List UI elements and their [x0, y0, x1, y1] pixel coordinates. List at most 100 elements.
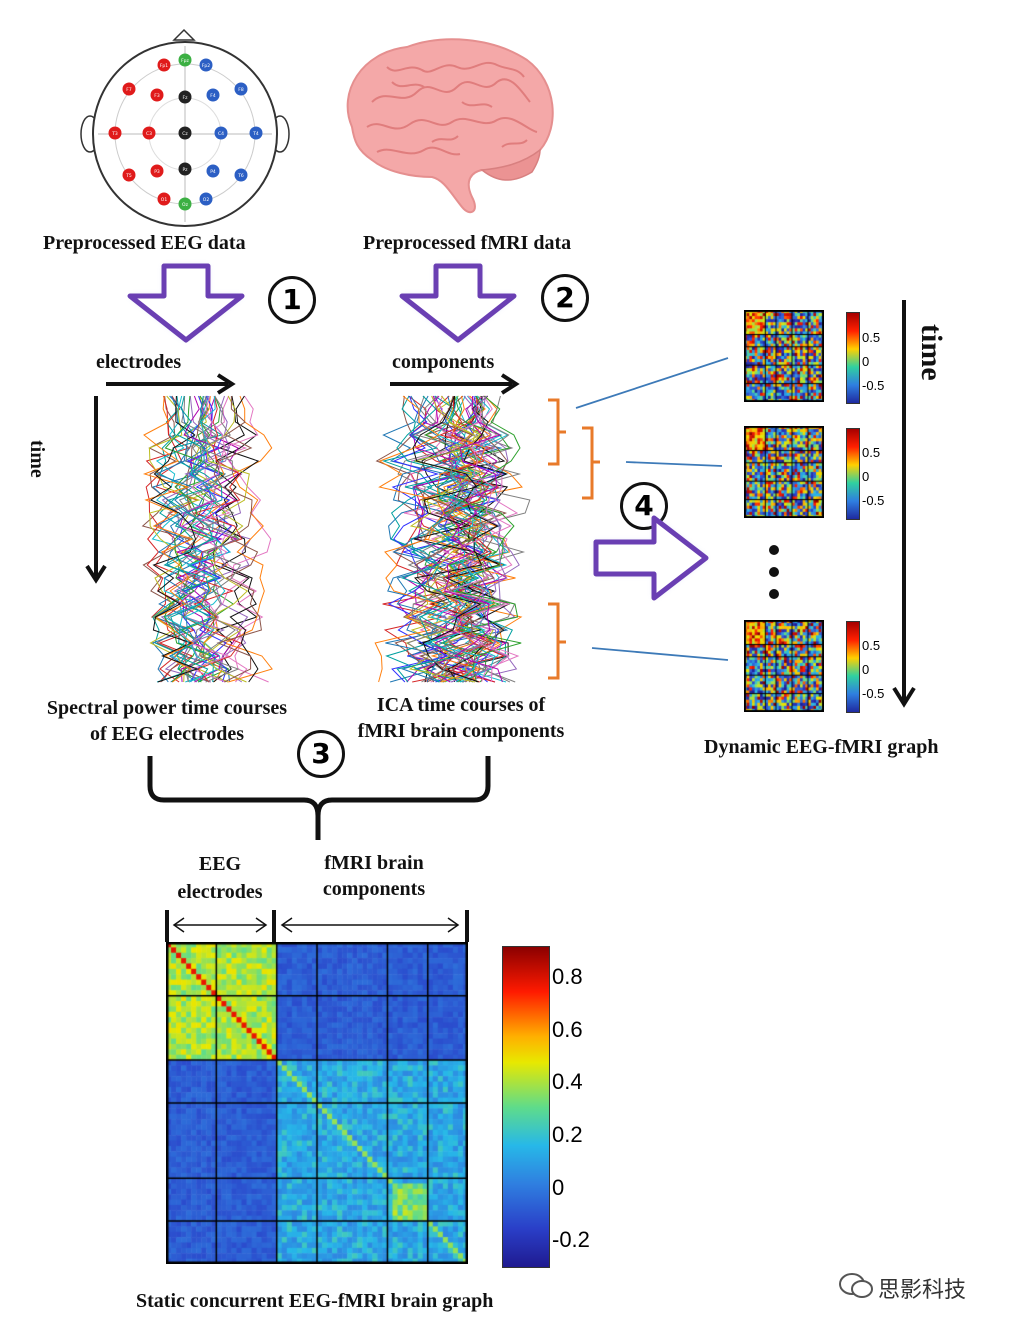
electrode-label: P4: [210, 169, 216, 175]
eeg-electrodes-header: EEG electrodes: [160, 850, 280, 906]
dynamic-colorbar-ticks-1: 0.5 0 -0.5: [862, 326, 884, 398]
timecourse-line: [450, 395, 508, 683]
merge-bracket: [147, 756, 491, 840]
timecourse-line: [444, 395, 503, 683]
electrode-label: T6: [237, 173, 244, 179]
timecourse-line: [151, 395, 201, 683]
wechat-logo-icon: [839, 1273, 873, 1298]
eeg-electrodes-header-line1: EEG: [198, 853, 242, 875]
spectral-caption-line1: Spectral power time courses: [46, 697, 288, 719]
electrode-oz: [178, 197, 192, 211]
electrode-fpz: [178, 53, 192, 67]
dyn-tick: 0.5: [862, 330, 881, 345]
electrode-label: C4: [218, 131, 224, 137]
electrode-fp2: [199, 58, 213, 72]
electrode-label: Fpz: [181, 58, 189, 64]
timecourse-line: [151, 395, 203, 683]
timecourse-line: [452, 395, 520, 683]
timecourse-line: [385, 395, 453, 683]
timecourse-line: [163, 395, 214, 683]
timecourse-line: [412, 395, 483, 683]
electrodes-axis-arrow: [106, 373, 236, 395]
time-axis-label-big: time: [915, 324, 948, 381]
electrode-label: T3: [111, 131, 118, 137]
eeg-spectral-timecourses: [141, 395, 273, 683]
timecourse-line: [443, 395, 504, 683]
timecourse-line: [149, 395, 199, 683]
step-2-badge: 2: [541, 274, 589, 322]
timecourse-line: [197, 395, 242, 683]
dynamic-colorbar-2: [846, 428, 860, 520]
timecourse-line: [178, 395, 226, 683]
timecourse-line: [163, 395, 213, 683]
dyn-tick: 0: [862, 354, 870, 369]
eeg-data-label: Preprocessed EEG data: [43, 232, 246, 254]
right-arrow-step4: [593, 515, 709, 601]
timecourse-line: [179, 395, 231, 683]
timecourse-line: [435, 395, 497, 683]
dyn-tick: 0.5: [862, 638, 881, 653]
electrode-f7: [122, 82, 136, 96]
electrode-pz: [178, 162, 192, 176]
timecourse-line: [382, 395, 448, 683]
electrode-c4: [214, 126, 228, 140]
electrode-f3: [150, 88, 164, 102]
electrode-f8: [234, 82, 248, 96]
dyn-tick: -0.5: [862, 686, 885, 701]
timecourse-line: [381, 395, 445, 683]
fmri-components-header-line2: components: [322, 878, 426, 900]
timecourse-line: [192, 395, 243, 683]
electrode-t5: [122, 168, 136, 182]
timecourse-line: [215, 395, 260, 683]
timecourse-line: [153, 395, 197, 683]
electrode-label: F8: [238, 87, 244, 93]
dynamic-colorbar-ticks-2: 0.5 0 -0.5: [862, 441, 884, 513]
electrode-label: O2: [203, 197, 210, 203]
electrode-label: Fp2: [202, 63, 210, 69]
static-colorbar: [502, 946, 550, 1268]
dyn-tick: -0.5: [862, 493, 885, 508]
timecourse-line: [145, 395, 191, 683]
ellipsis-dots: [769, 545, 779, 599]
time-axis-arrow-small: [85, 396, 107, 584]
electrode-o1: [157, 192, 171, 206]
step-3-badge: 3: [297, 730, 345, 778]
electrode-f4: [206, 88, 220, 102]
timecourse-line: [177, 395, 224, 683]
electrode-label: F3: [154, 93, 160, 99]
electrode-label: Cz: [182, 131, 188, 137]
electrode-label: P3: [154, 169, 160, 175]
fmri-ica-timecourses: [374, 395, 531, 683]
fmri-data-label: Preprocessed fMRI data: [363, 232, 572, 254]
electrode-label: C3: [146, 131, 152, 137]
static-tick: 0.4: [552, 1069, 583, 1094]
window-brackets: [548, 357, 729, 680]
electrode-label: O1: [161, 197, 168, 203]
fmri-components-header-line1: fMRI brain: [324, 852, 424, 874]
electrode-label: F7: [126, 87, 132, 93]
electrode-fp1: [157, 58, 171, 72]
eeg-electrodes-header-line2: electrodes: [177, 881, 263, 903]
electrode-label: Fz: [183, 95, 189, 101]
dynamic-graph-matrix-3: [744, 620, 824, 712]
components-axis-label: components: [392, 351, 495, 373]
electrode-p3: [150, 164, 164, 178]
static-graph-caption: Static concurrent EEG-fMRI brain graph: [136, 1290, 494, 1312]
electrode-t6: [234, 168, 248, 182]
static-graph-matrix: [166, 942, 468, 1264]
timecourse-line: [213, 396, 262, 683]
timecourse-line: [223, 395, 273, 683]
timecourse-line: [181, 395, 230, 683]
electrode-label: Fp1: [160, 63, 168, 69]
dyn-tick: 0: [862, 469, 870, 484]
electrode-label: T5: [125, 173, 132, 179]
ica-caption-line1: ICA time courses of: [376, 694, 546, 716]
timecourse-line: [141, 395, 191, 683]
dynamic-colorbar-3: [846, 621, 860, 713]
ica-caption: ICA time courses of fMRI brain component…: [330, 692, 592, 744]
spectral-caption-line2: of EEG electrodes: [89, 723, 245, 745]
timecourse-line: [222, 395, 272, 683]
electrode-fz: [178, 90, 192, 104]
electrode-c3: [142, 126, 156, 140]
